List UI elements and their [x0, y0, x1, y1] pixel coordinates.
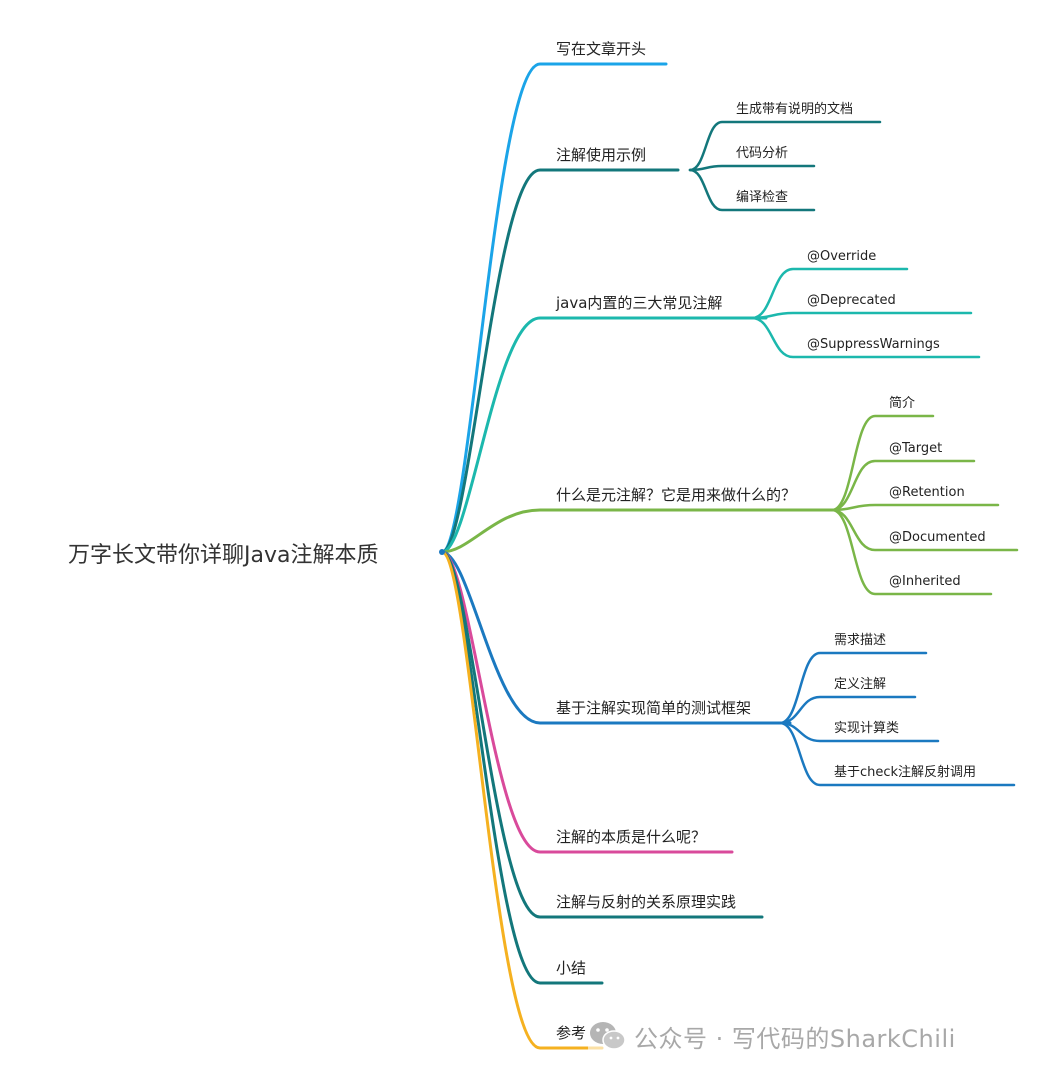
leaf-label-3-4[interactable]: @Inherited	[889, 574, 961, 589]
branch-edge-8	[440, 550, 604, 1050]
branch-edge-0	[440, 62, 668, 554]
leaf-label-3-3[interactable]: @Documented	[889, 530, 986, 545]
leaf-label-4-1[interactable]: 定义注解	[834, 677, 886, 692]
leaf-label-1-1[interactable]: 代码分析	[736, 146, 788, 161]
leaf-label-3-2[interactable]: @Retention	[889, 485, 965, 500]
leaf-label-1-2[interactable]: 编译检查	[736, 190, 788, 205]
branch-label-2[interactable]: java内置的三大常见注解	[555, 294, 722, 312]
branch-label-8[interactable]: 参考	[556, 1024, 586, 1042]
branch-label-3[interactable]: 什么是元注解？它是用来做什么的？	[556, 486, 796, 504]
leaf-edge-4-3	[778, 721, 1016, 787]
leaf-edge-3-1	[830, 459, 976, 512]
branch-edge-3	[440, 508, 834, 554]
leaf-edge-3-0	[830, 414, 935, 512]
branch-edge-4	[440, 550, 792, 725]
leaf-label-4-0[interactable]: 需求描述	[834, 633, 886, 648]
leaf-edge-1-1	[688, 164, 816, 172]
leaf-edge-2-1	[750, 311, 973, 320]
branch-label-6[interactable]: 注解与反射的关系原理实践	[556, 893, 736, 911]
leaf-label-2-0[interactable]: @Override	[807, 249, 876, 264]
branch-label-1[interactable]: 注解使用示例	[556, 146, 646, 164]
leaf-label-3-1[interactable]: @Target	[889, 441, 942, 456]
root-anchor	[439, 549, 445, 555]
leaf-label-2-2[interactable]: @SuppressWarnings	[807, 337, 940, 352]
branch-edge-6	[440, 550, 764, 919]
leaf-edge-3-4	[830, 508, 993, 596]
branch-label-7[interactable]: 小结	[556, 959, 586, 977]
leaf-edge-2-0	[750, 267, 909, 320]
leaf-label-4-2[interactable]: 实现计算类	[834, 721, 899, 736]
leaf-label-3-0[interactable]: 简介	[889, 395, 915, 411]
watermark-text: 公众号 · 写代码的SharkChili	[634, 1024, 956, 1053]
leaf-edge-4-1	[778, 695, 917, 725]
root-node-label[interactable]: 万字长文带你详聊Java注解本质	[68, 543, 378, 568]
branch-edge-1	[440, 168, 680, 554]
branch-label-0[interactable]: 写在文章开头	[556, 40, 646, 58]
leaf-label-4-3[interactable]: 基于check注解反射调用	[834, 764, 976, 780]
leaf-edge-4-0	[778, 651, 928, 725]
wechat-icon	[588, 1020, 628, 1052]
leaf-edge-2-2	[750, 316, 981, 359]
watermark: 公众号 · 写代码的SharkChili	[588, 1018, 956, 1054]
branch-edge-2	[440, 316, 768, 554]
mindmap-edges	[439, 62, 1019, 1050]
branch-label-4[interactable]: 基于注解实现简单的测试框架	[556, 699, 751, 717]
branch-label-5[interactable]: 注解的本质是什么呢？	[556, 828, 706, 846]
leaf-edge-1-2	[688, 168, 816, 212]
leaf-label-2-1[interactable]: @Deprecated	[807, 293, 896, 308]
leaf-edge-3-2	[830, 503, 1000, 512]
leaf-edge-1-0	[688, 120, 882, 172]
leaf-label-1-0[interactable]: 生成带有说明的文档	[736, 101, 853, 117]
